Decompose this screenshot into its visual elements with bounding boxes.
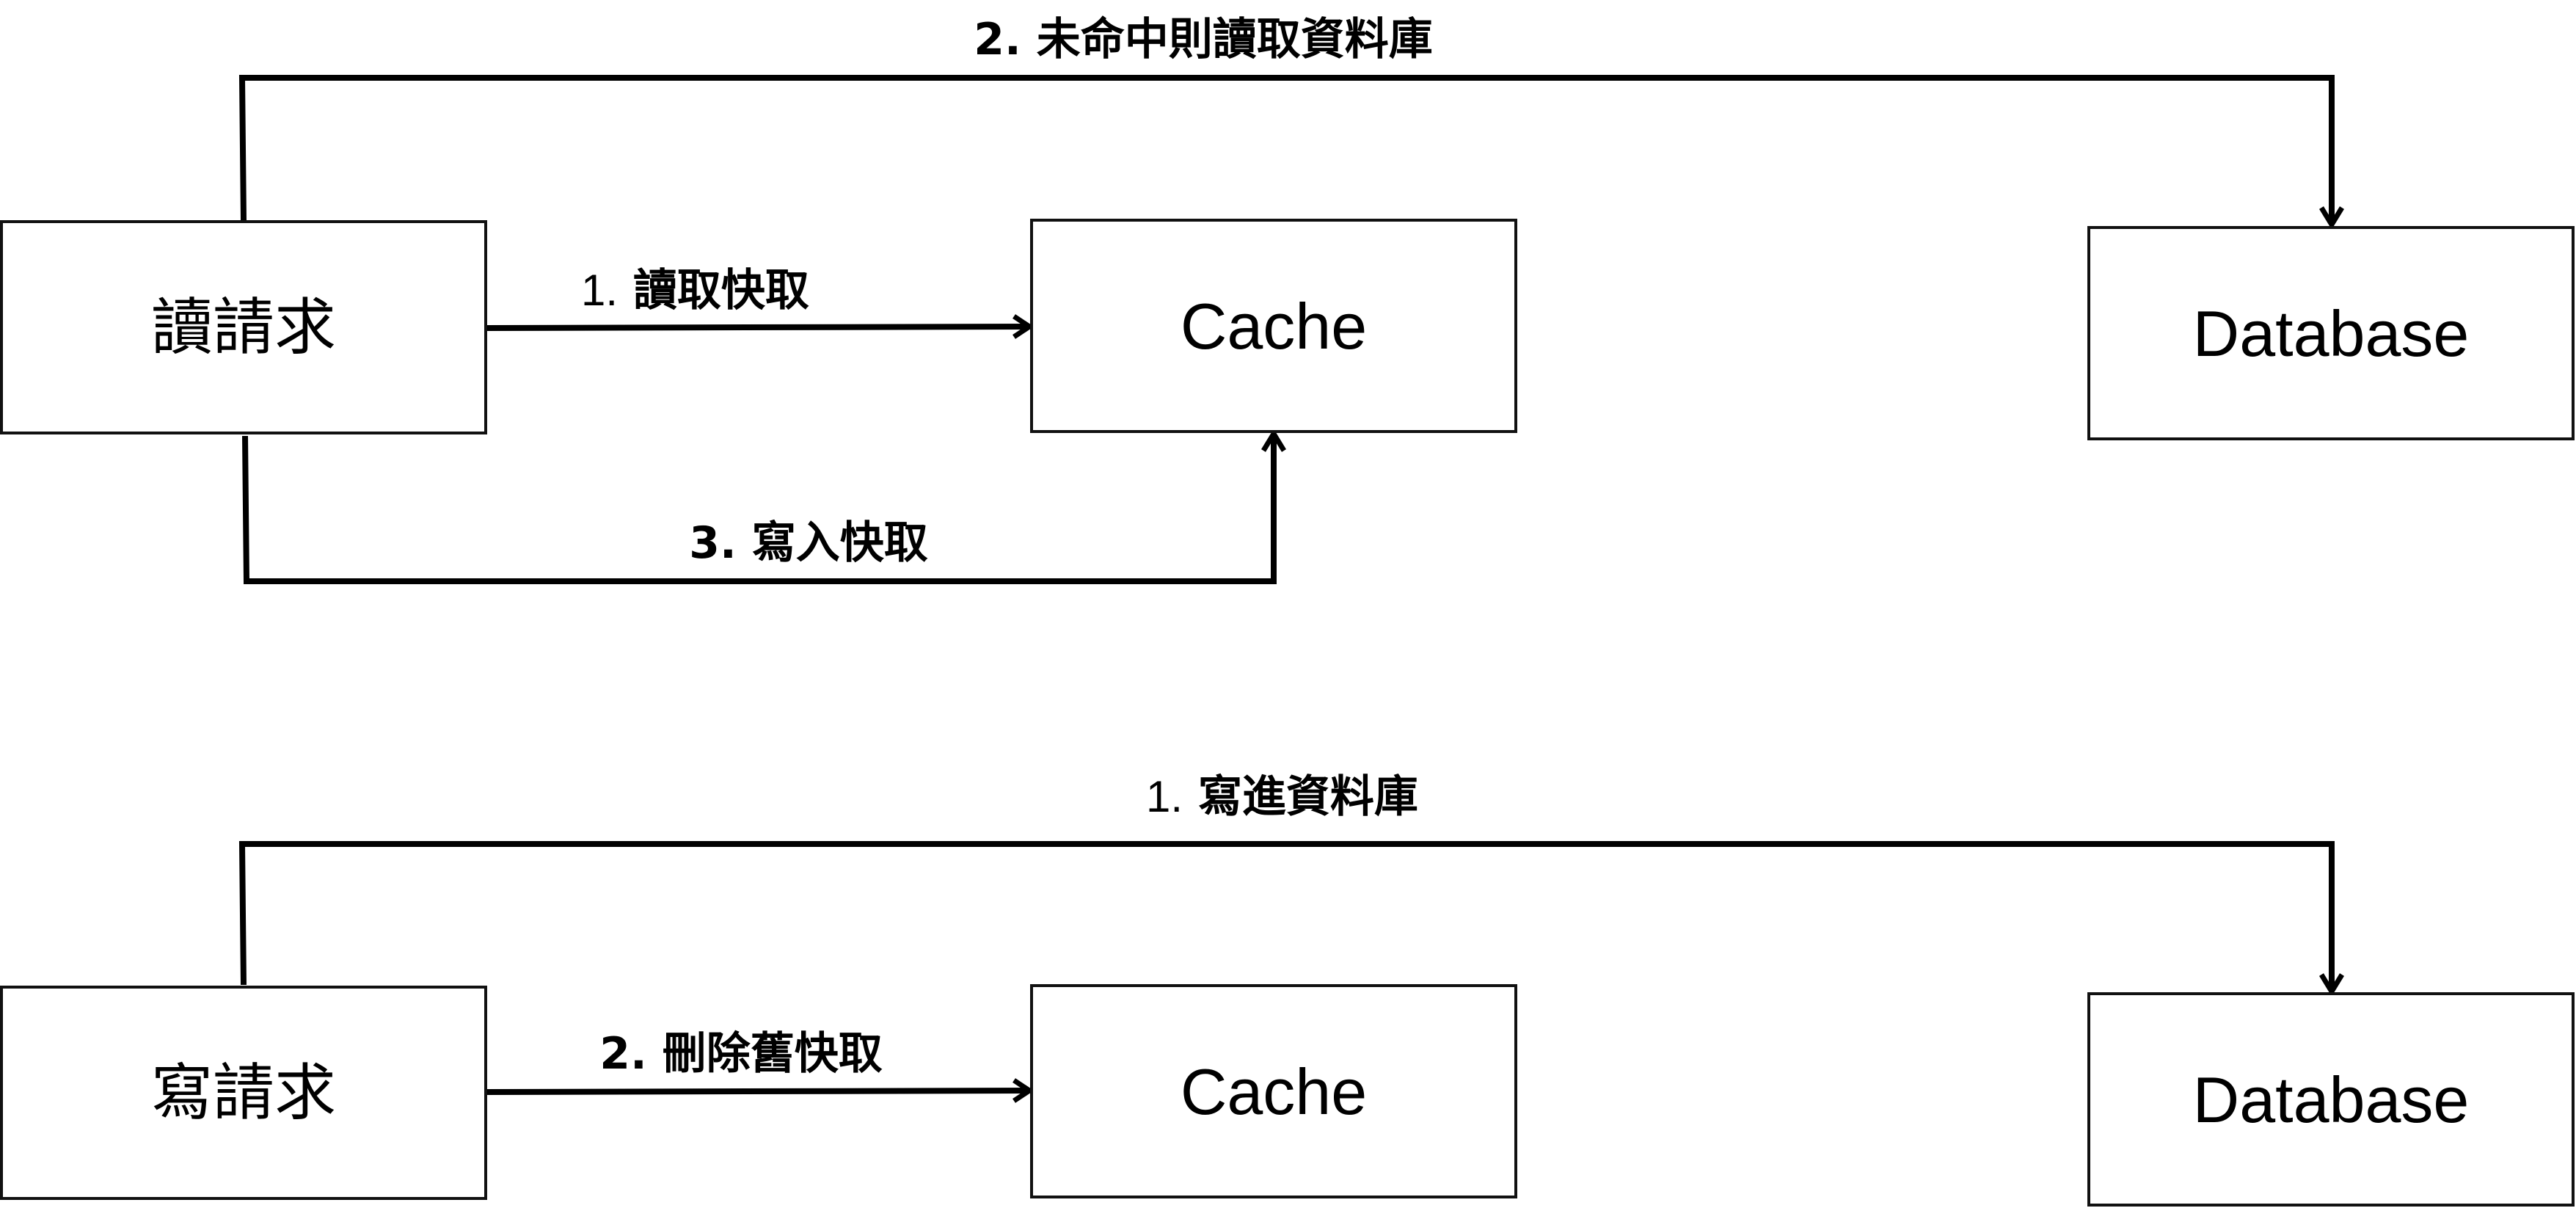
write-cache-label: Cache — [1181, 1055, 1367, 1128]
read-cache-arrowhead — [1012, 314, 1035, 339]
write-cache-box: Cache — [1030, 984, 1517, 1198]
read-step1-text: 讀取快取 — [633, 265, 809, 316]
write-step1-text: 寫進資料庫 — [1198, 771, 1418, 823]
read-step1-number: 1. — [581, 266, 618, 315]
read-cache-label: Cache — [1181, 290, 1367, 363]
write-step1-label: 1. 寫進資料庫 — [1146, 771, 1418, 823]
write-request-box: 寫請求 — [0, 986, 487, 1200]
read-step1-label: 1. 讀取快取 — [581, 265, 809, 316]
write-db-arrowhead — [2319, 973, 2344, 997]
write-request-label: 寫請求 — [151, 1057, 336, 1129]
read-flow: 2. 未命中則讀取資料庫 1. 讀取快取 3. 寫入快取 讀請求 Cache D… — [0, 14, 2575, 584]
read-request-label: 讀請求 — [151, 291, 336, 363]
write-step1-number: 1. — [1146, 772, 1183, 821]
write-step2-label: 2. 刪除舊快取 — [599, 1028, 882, 1080]
read-cache-box: Cache — [1030, 219, 1517, 433]
read-step2-label: 2. 未命中則讀取資料庫 — [974, 14, 1432, 65]
read-fill-connector — [242, 435, 1277, 584]
read-database-box: Database — [2087, 226, 2575, 440]
read-fill-arrowhead — [1261, 429, 1286, 452]
write-cache-connector — [486, 1088, 1028, 1095]
read-miss-connector — [238, 75, 2335, 221]
read-miss-arrowhead — [2319, 206, 2344, 230]
write-flow: 1. 寫進資料庫 2. 刪除舊快取 寫請求 Cache Database — [0, 771, 2575, 1207]
write-cache-arrowhead — [1012, 1078, 1035, 1103]
read-database-label: Database — [2193, 297, 2470, 370]
write-database-box: Database — [2087, 992, 2575, 1207]
read-cache-connector — [486, 324, 1028, 331]
read-request-box: 讀請求 — [0, 220, 487, 434]
write-db-connector — [238, 841, 2335, 987]
write-database-label: Database — [2193, 1063, 2470, 1136]
read-step3-label: 3. 寫入快取 — [689, 517, 927, 569]
